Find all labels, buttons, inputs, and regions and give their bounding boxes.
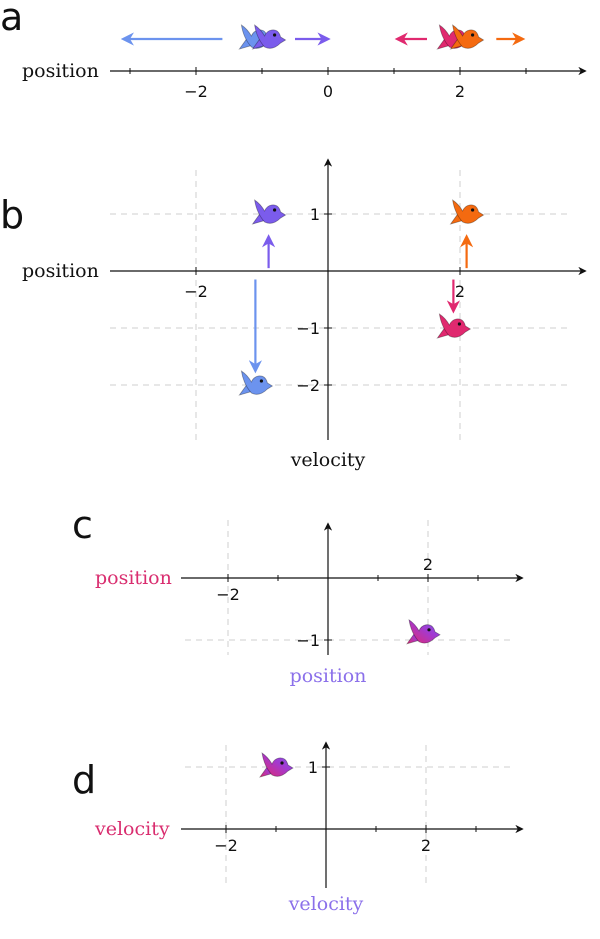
purple-bird: [252, 199, 287, 225]
bird-eye: [273, 33, 277, 37]
panel-b-ticks: −2 2 1 −1 −2: [184, 205, 465, 395]
x-tick-label: −2: [214, 836, 238, 855]
panel-c-y-label: position: [290, 665, 367, 687]
panel-b: b position velocity −2 2 1 −1 −2: [0, 158, 587, 471]
pink-bird: [436, 313, 471, 339]
x-tick-label: 2: [455, 282, 465, 301]
panel-a-letter: a: [0, 0, 23, 39]
panel-a-ticks: −2 0 2: [129, 67, 527, 101]
orange-bird: [450, 24, 485, 50]
panel-c-letter: c: [72, 503, 93, 547]
panel-b-x-label: position: [22, 260, 99, 282]
panel-b-arrows: [248, 234, 474, 374]
pink-purple-bird: [406, 619, 441, 645]
y-tick-label: 1: [308, 758, 318, 777]
bird-eye: [471, 208, 475, 212]
panel-d-x-label: velocity: [94, 818, 170, 840]
panel-d: d velocity velocity −2 2 1: [72, 741, 524, 915]
panel-d-bird: [259, 752, 294, 778]
panel-c-ticks: −2 2 −1: [216, 555, 479, 650]
x-tick-label: 2: [421, 836, 431, 855]
panel-c: c position position −2 2 −1: [72, 503, 524, 687]
panel-b-letter: b: [0, 193, 24, 237]
bird-eye: [273, 208, 277, 212]
panel-a-axis-label: position: [22, 60, 99, 82]
y-tick-label: −1: [296, 319, 320, 338]
panel-a: a position −2 0 2: [0, 0, 587, 101]
y-tick-label: 1: [310, 205, 320, 224]
panel-a-birds: [238, 24, 485, 50]
y-tick-label: −1: [296, 631, 320, 650]
panel-c-x-label: position: [95, 567, 172, 589]
panel-d-grid: [185, 745, 515, 888]
panel-d-y-label: velocity: [288, 893, 364, 915]
panel-d-ticks: −2 2 1: [214, 758, 477, 855]
x-tick-label: −2: [216, 585, 240, 604]
pink-purple-bird: [259, 752, 294, 778]
bird-eye: [259, 379, 263, 383]
x-tick-label: −2: [184, 82, 208, 101]
x-tick-label: 2: [423, 555, 433, 574]
purple-bird: [252, 24, 287, 50]
x-tick-label: 2: [455, 82, 465, 101]
panel-c-bird: [406, 619, 441, 645]
y-tick-label: −2: [296, 376, 320, 395]
panel-d-letter: d: [72, 758, 96, 802]
x-tick-label: −2: [184, 282, 208, 301]
x-tick-label: 0: [323, 82, 333, 101]
bird-eye: [457, 322, 461, 326]
bird-eye: [471, 33, 475, 37]
bird-eye: [280, 761, 284, 765]
panel-b-grid: [110, 170, 570, 440]
bird-eye: [427, 628, 431, 632]
blue-bird: [238, 370, 273, 396]
panel-b-y-label: velocity: [290, 449, 366, 471]
orange-bird: [450, 199, 485, 225]
panel-b-birds: [238, 199, 485, 396]
